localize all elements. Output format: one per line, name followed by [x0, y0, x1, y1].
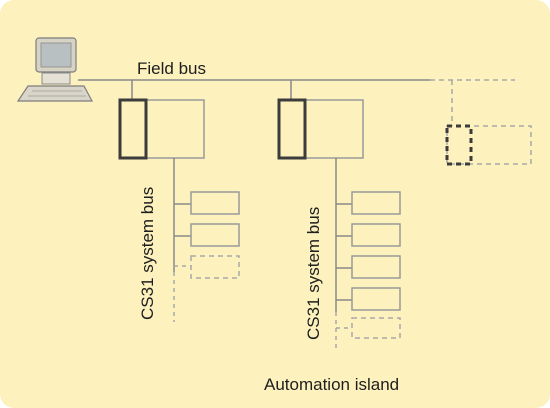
field-bus-label: Field bus [137, 59, 206, 78]
master-station-2 [277, 98, 364, 160]
io-module [190, 223, 240, 247]
automation-island-label: Automation island [264, 375, 400, 394]
io-module [351, 255, 401, 279]
master-station-1 [118, 98, 205, 160]
system-bus-label-2: CS31 system bus [304, 206, 323, 340]
system-bus-label-1: CS31 system bus [138, 186, 157, 320]
computer-terminal-icon [16, 37, 93, 102]
master-station-3 [445, 124, 532, 166]
io-module [190, 191, 240, 215]
io-module [351, 223, 401, 247]
io-module-optional [190, 255, 240, 279]
io-module [351, 191, 401, 215]
io-module-optional [351, 317, 401, 339]
io-module [351, 287, 401, 311]
